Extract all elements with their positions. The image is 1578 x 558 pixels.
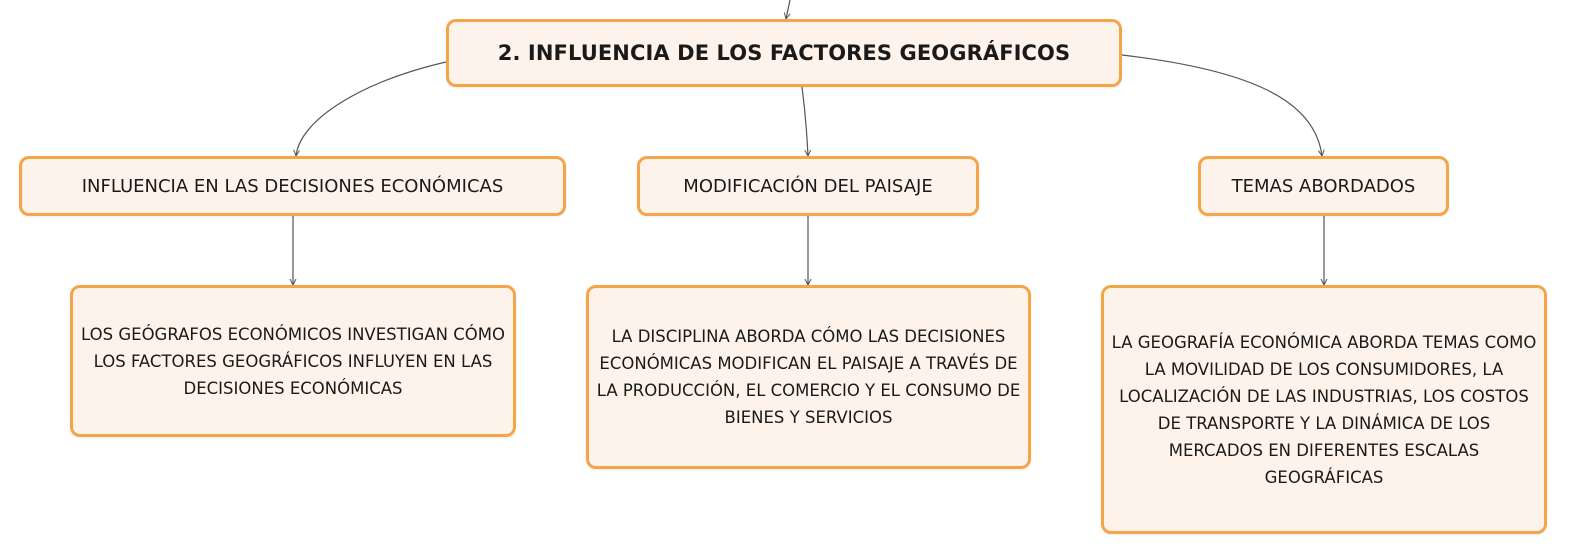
connector-root-to-branch-3	[1121, 54, 1322, 156]
detail-text: LA DISCIPLINA ABORDA CÓMO LAS DECISIONES…	[596, 327, 1021, 427]
root-topic-title: 2. INFLUENCIA DE LOS FACTORES GEOGRÁFICO…	[497, 41, 1071, 65]
connector-root-to-branch-2	[801, 86, 808, 156]
branch-node-economic-decisions[interactable]: INFLUENCIA EN LAS DECISIONES ECONÓMICAS	[19, 156, 566, 216]
detail-node-topics-addressed[interactable]: LA GEOGRAFÍA ECONÓMICA ABORDA TEMAS COMO…	[1101, 285, 1547, 534]
branch-node-landscape-modification[interactable]: MODIFICACIÓN DEL PAISAJE	[637, 156, 979, 216]
detail-node-economic-decisions[interactable]: LOS GEÓGRAFOS ECONÓMICOS INVESTIGAN CÓMO…	[70, 285, 516, 437]
detail-text: LOS GEÓGRAFOS ECONÓMICOS INVESTIGAN CÓMO…	[81, 324, 505, 398]
connector-incoming	[786, 0, 791, 19]
detail-text: LA GEOGRAFÍA ECONÓMICA ABORDA TEMAS COMO…	[1111, 332, 1537, 487]
connector-root-to-branch-1	[296, 61, 447, 156]
branch-label: INFLUENCIA EN LAS DECISIONES ECONÓMICAS	[81, 175, 504, 197]
branch-node-topics-addressed[interactable]: TEMAS ABORDADOS	[1198, 156, 1449, 216]
root-topic-node[interactable]: 2. INFLUENCIA DE LOS FACTORES GEOGRÁFICO…	[446, 19, 1122, 87]
branch-label: MODIFICACIÓN DEL PAISAJE	[683, 175, 933, 197]
branch-label: TEMAS ABORDADOS	[1231, 175, 1416, 197]
detail-node-landscape-modification[interactable]: LA DISCIPLINA ABORDA CÓMO LAS DECISIONES…	[586, 285, 1031, 469]
